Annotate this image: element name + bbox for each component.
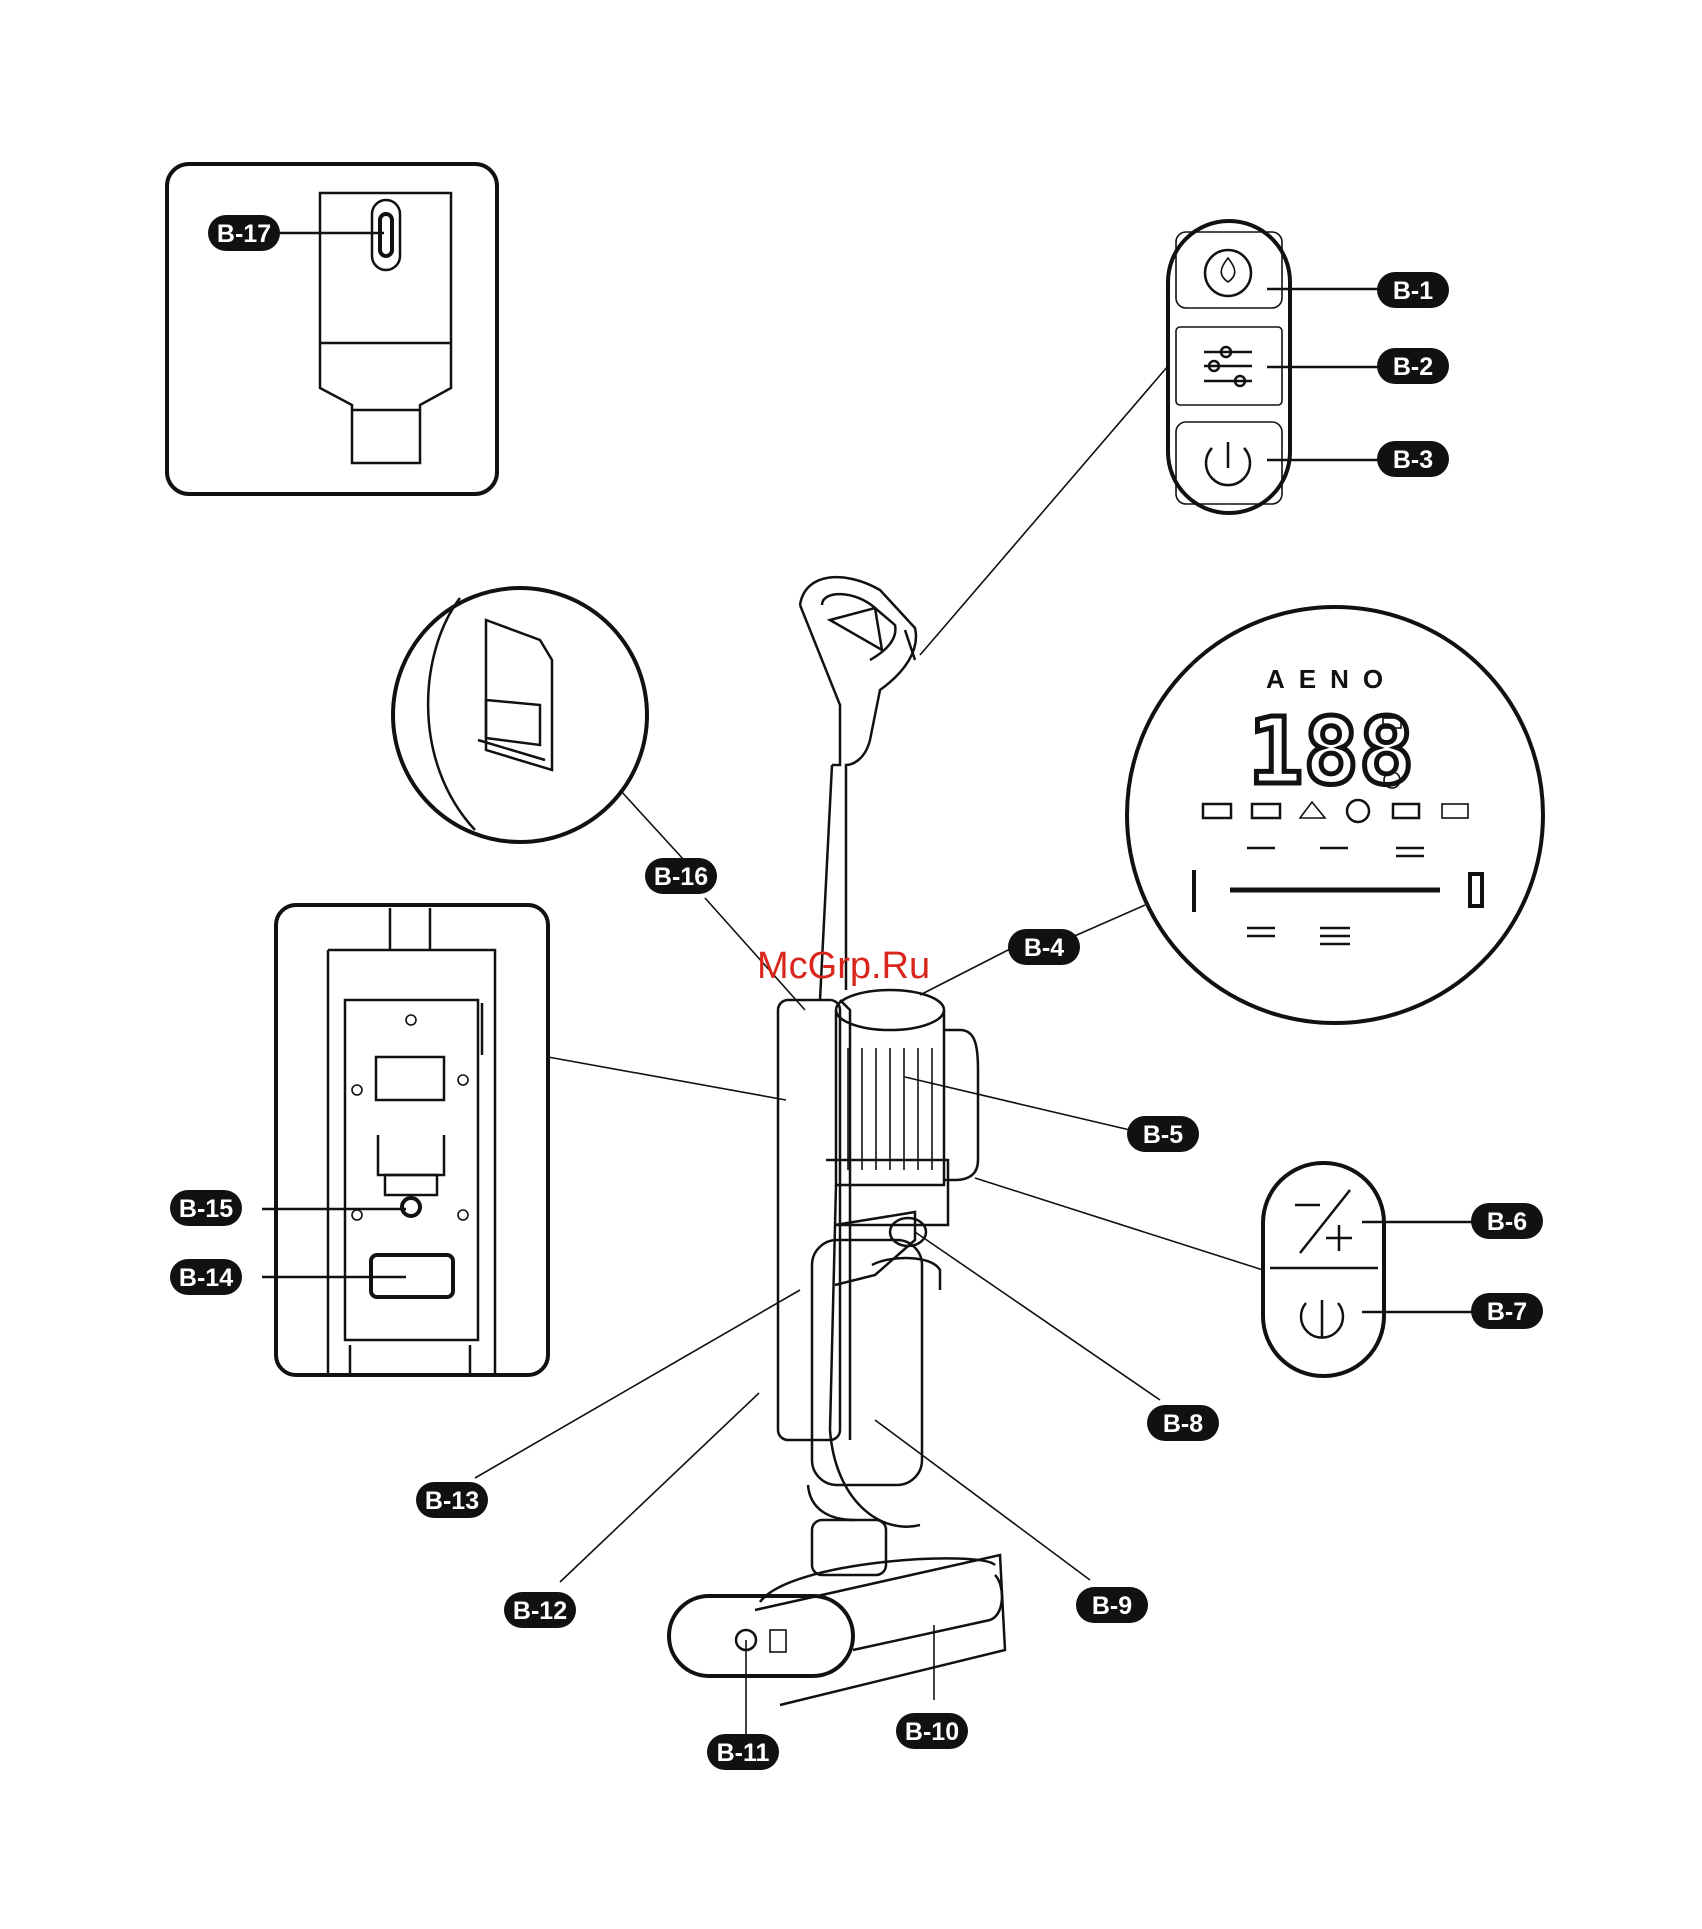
callout-b10: B-10 xyxy=(896,1713,968,1749)
callout-label: B-16 xyxy=(654,863,708,891)
inset-b14-b15 xyxy=(276,905,548,1375)
vacuum-body xyxy=(669,577,1005,1705)
callout-label: B-17 xyxy=(217,220,271,248)
callout-b11: B-11 xyxy=(707,1734,779,1770)
filter-grille xyxy=(848,1048,932,1170)
callout-label: B-4 xyxy=(1024,934,1064,962)
callout-label: B-10 xyxy=(905,1718,959,1746)
callout-b9: B-9 xyxy=(1076,1587,1148,1623)
callout-b15: B-15 xyxy=(170,1190,242,1226)
callout-b13: B-13 xyxy=(416,1482,488,1518)
callout-label: B-2 xyxy=(1393,353,1433,381)
power-icon xyxy=(1206,442,1250,485)
callout-b1: B-1 xyxy=(1377,272,1449,308)
callout-label: B-8 xyxy=(1163,1410,1203,1438)
callout-label: B-3 xyxy=(1393,446,1433,474)
callout-b8: B-8 xyxy=(1147,1405,1219,1441)
body-control-panel xyxy=(1263,1163,1384,1376)
display-digits: 188 xyxy=(1248,698,1414,805)
mode-letters: AENO xyxy=(1266,664,1397,694)
callout-label: B-13 xyxy=(425,1487,479,1515)
callout-b4: B-4 xyxy=(1008,929,1080,965)
minus-plus-icon xyxy=(1295,1190,1352,1253)
callout-label: B-1 xyxy=(1393,277,1433,305)
mode-icons-row xyxy=(1247,848,1424,856)
inset-b17 xyxy=(167,164,497,494)
power-icon-body xyxy=(1301,1300,1343,1338)
callout-b7: B-7 xyxy=(1471,1293,1543,1329)
callout-b5: B-5 xyxy=(1127,1116,1199,1152)
callout-label: B-7 xyxy=(1487,1298,1527,1326)
callout-label: B-14 xyxy=(179,1264,233,1292)
callout-b2: B-2 xyxy=(1377,348,1449,384)
callout-label: B-11 xyxy=(717,1739,770,1767)
self-clean-icon xyxy=(1205,250,1251,296)
callout-label: B-15 xyxy=(179,1195,233,1223)
callout-label: B-6 xyxy=(1487,1208,1527,1236)
callout-label: B-5 xyxy=(1143,1121,1183,1149)
callout-label: B-12 xyxy=(513,1597,567,1625)
watermark-text: McGrp.Ru xyxy=(757,945,930,987)
callout-b16: B-16 xyxy=(645,858,717,894)
callout-b6: B-6 xyxy=(1471,1203,1543,1239)
callout-b12: B-12 xyxy=(504,1592,576,1628)
callout-b17: B-17 xyxy=(208,215,280,251)
callout-b3: B-3 xyxy=(1377,441,1449,477)
callout-b14: B-14 xyxy=(170,1259,242,1295)
inset-b16 xyxy=(393,588,647,842)
settings-sliders-icon xyxy=(1204,347,1252,386)
callout-label: B-9 xyxy=(1092,1592,1132,1620)
pad-icons-row xyxy=(1247,928,1350,944)
display-panel: AENO 188 xyxy=(1127,607,1543,1023)
